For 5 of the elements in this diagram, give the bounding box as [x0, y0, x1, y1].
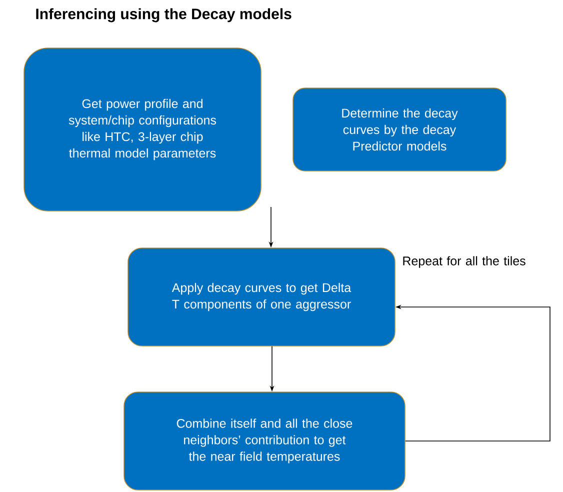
process-box: Get power profile and system/chip configurations like HTC, 3-layer chip thermal model parameters — [24, 48, 262, 212]
process-box: Determine the decay curves by the decay Predictor models — [292, 88, 506, 172]
title: Inferencing using the Decay models — [36, 8, 292, 22]
process-box: Combine itself and all the close neighbors’ contribution to get the near field temperatures — [124, 392, 406, 490]
process-box: Apply decay curves to get Delta T components of one aggressor — [128, 248, 396, 346]
